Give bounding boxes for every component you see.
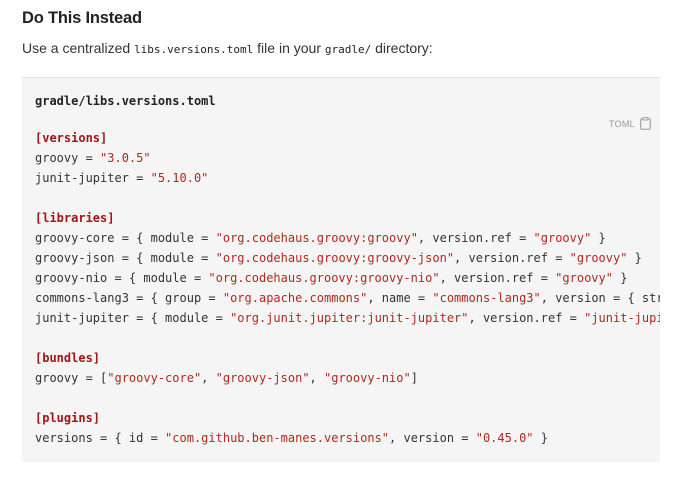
code-text: versions = { id =	[35, 431, 166, 445]
code-string: "org.codehaus.groovy:groovy-json"	[215, 251, 455, 265]
code-text: }	[533, 431, 548, 445]
code-text: }	[627, 251, 642, 265]
code-line: groovy = ["groovy-core", "groovy-json", …	[35, 368, 660, 388]
code-line: [plugins]	[35, 408, 660, 428]
code-string: "groovy"	[533, 231, 592, 245]
code-string: "groovy-nio"	[324, 371, 411, 385]
code-string: "groovy-core"	[107, 371, 202, 385]
code-string: "groovy"	[555, 271, 613, 285]
intro-text-prefix: Use a centralized	[22, 40, 135, 56]
code-line	[35, 388, 660, 408]
code-string: "org.apache.commons"	[222, 291, 368, 305]
code-line	[35, 328, 660, 348]
code-content: [versions]groovy = "3.0.5"junit-jupiter …	[35, 128, 660, 448]
code-string: "junit-jupiter'	[584, 311, 660, 325]
code-line: [versions]	[35, 128, 660, 148]
section-heading: Do This Instead	[22, 9, 142, 27]
code-section-header: [bundles]	[35, 351, 101, 365]
code-line: junit-jupiter = "5.10.0"	[35, 168, 660, 188]
clipboard-icon[interactable]	[640, 117, 651, 130]
code-line: groovy = "3.0.5"	[35, 148, 660, 168]
code-line: [bundles]	[35, 348, 660, 368]
code-string: "org.codehaus.groovy:groovy-nio"	[208, 271, 440, 285]
code-string: "groovy-json"	[215, 371, 310, 385]
code-string: "5.10.0"	[150, 171, 209, 185]
code-text: ]	[410, 371, 418, 385]
code-block-filename: gradle/libs.versions.toml	[35, 94, 216, 108]
code-section-header: [libraries]	[35, 211, 115, 225]
language-label: TOML	[608, 118, 635, 129]
code-string: "3.0.5"	[100, 151, 151, 165]
code-line: junit-jupiter = { module = "org.junit.ju…	[35, 308, 660, 328]
intro-text-suffix: directory:	[371, 40, 433, 56]
inline-code-directory: gradle/	[324, 43, 372, 56]
code-text: , name =	[367, 291, 433, 305]
intro-paragraph: Use a centralized libs.versions.toml fil…	[22, 40, 433, 56]
code-text: groovy =	[35, 151, 101, 165]
code-text: ,	[309, 371, 324, 385]
code-text: junit-jupiter =	[35, 171, 151, 185]
code-section-header: [versions]	[35, 131, 108, 145]
code-string: "commons-lang3"	[432, 291, 541, 305]
code-text: }	[612, 271, 628, 285]
code-line: commons-lang3 = { group = "org.apache.co…	[35, 288, 660, 308]
code-text: junit-jupiter = { module =	[35, 311, 231, 325]
code-text: , version = { strictl	[540, 291, 660, 305]
code-string: "org.junit.jupiter:junit-jupiter"	[230, 311, 469, 325]
code-text: groovy-json = { module =	[35, 251, 216, 265]
code-text: , version =	[389, 431, 476, 445]
code-line: [libraries]	[35, 208, 660, 228]
code-string: "0.45.0"	[475, 431, 534, 445]
code-text: , version.ref =	[468, 311, 585, 325]
copy-code-button[interactable]: TOML	[609, 117, 651, 130]
code-text: , version.ref =	[417, 231, 534, 245]
code-line: groovy-core = { module = "org.codehaus.g…	[35, 228, 660, 248]
code-line: groovy-nio = { module = "org.codehaus.gr…	[35, 268, 660, 288]
code-line: versions = { id = "com.github.ben-manes.…	[35, 428, 660, 448]
code-block: gradle/libs.versions.toml TOML [versions…	[22, 77, 660, 462]
code-section-header: [plugins]	[35, 411, 101, 425]
code-text: , version.ref =	[439, 271, 556, 285]
code-text: commons-lang3 = { group =	[35, 291, 223, 305]
code-text: }	[591, 231, 606, 245]
code-text: groovy-nio = { module =	[35, 271, 209, 285]
code-line	[35, 188, 660, 208]
intro-text-middle: file in your	[253, 40, 325, 56]
code-string: "groovy"	[569, 251, 628, 265]
code-line: groovy-json = { module = "org.codehaus.g…	[35, 248, 660, 268]
code-text: groovy-core = { module =	[35, 231, 216, 245]
code-text: groovy = [	[35, 371, 108, 385]
code-text: ,	[201, 371, 216, 385]
code-string: "com.github.ben-manes.versions"	[165, 431, 390, 445]
code-text: , version.ref =	[454, 251, 570, 265]
inline-code-filename: libs.versions.toml	[134, 43, 254, 56]
code-string: "org.codehaus.groovy:groovy"	[215, 231, 418, 245]
